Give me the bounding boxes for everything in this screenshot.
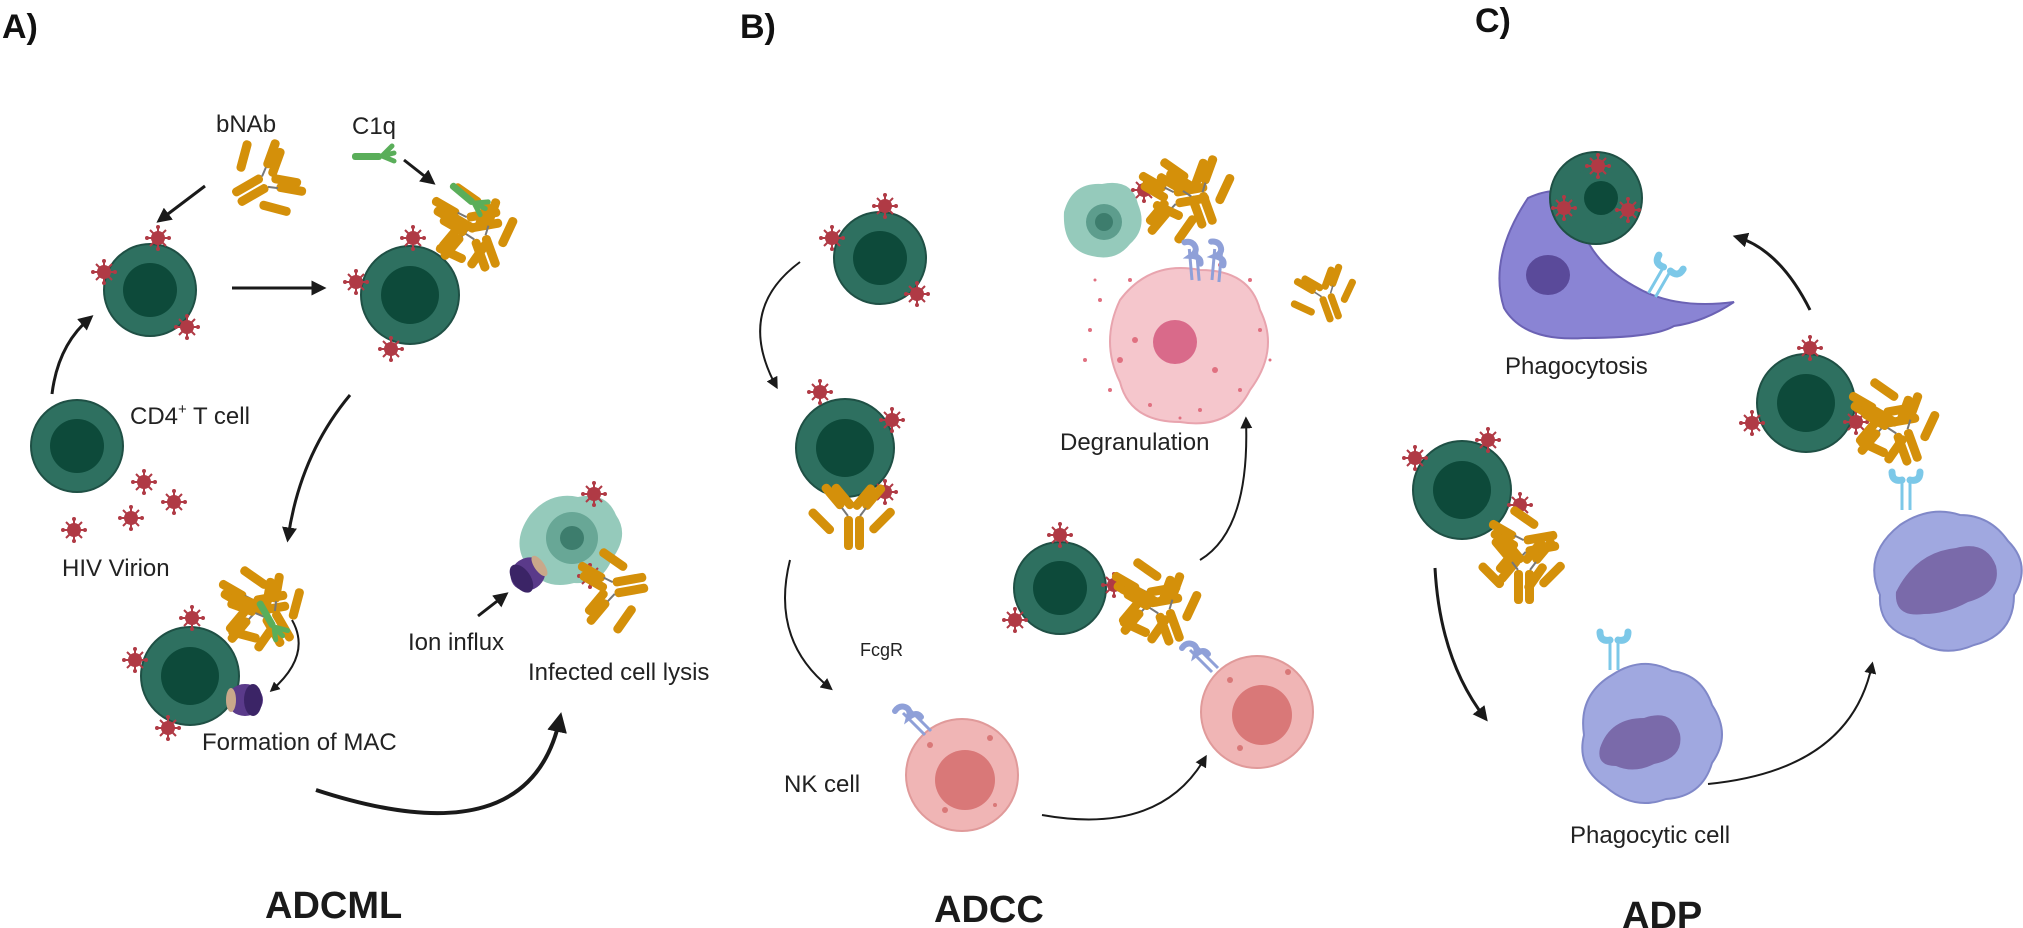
tcell-a3 <box>121 557 325 742</box>
arrow-c1-phagocyte <box>1433 567 1488 722</box>
arrow-to-degranulation <box>1199 416 1253 561</box>
panel-a: A) bNAb C1q <box>2 8 709 927</box>
arrow-to-lysis <box>315 712 567 816</box>
nk-cell-activated <box>1182 644 1314 769</box>
mac-pore <box>226 684 263 716</box>
arrow-mac-curl <box>269 619 300 692</box>
arrow-bnab-to-cell <box>156 184 206 223</box>
panel-b-title: ADCC <box>934 889 1044 928</box>
arrow-ion-influx <box>477 592 509 618</box>
arrow-b1-b2 <box>759 261 801 390</box>
panel-c-letter: C) <box>1475 2 1511 40</box>
cd4-tcell <box>30 399 124 493</box>
engaged-phagocyte <box>1873 472 2023 652</box>
phagocytosing-cell <box>1280 151 1735 340</box>
tcell-c2 <box>1738 334 1955 481</box>
floating-c1q <box>352 146 394 161</box>
nk-cell-label: NK cell <box>784 771 860 798</box>
infected-lysis-label: Infected cell lysis <box>528 659 709 686</box>
c1q-label: C1q <box>352 113 396 140</box>
panel-b: B) FcgR NK cell <box>740 8 1314 928</box>
panel-b-letter: B) <box>740 8 776 46</box>
lysed-infected-cell <box>509 480 657 642</box>
phagocytosis-label: Phagocytosis <box>1505 353 1648 380</box>
fcgr-label: FcgR <box>860 640 903 660</box>
floating-antibody <box>210 122 317 237</box>
arrow-c1q-to-cell <box>403 158 436 185</box>
arrow-cd4-up <box>50 315 94 395</box>
tcell-b2 <box>795 378 906 551</box>
arrow-b2-nk <box>784 559 833 691</box>
phagocytic-cell-label: Phagocytic cell <box>1570 822 1730 849</box>
arrow-phagocyte-to-engaged <box>1707 661 1877 785</box>
phagocytic-cell <box>1581 632 1723 804</box>
tcell-c1 <box>1401 426 1568 605</box>
panel-c-title: ADP <box>1622 895 1702 928</box>
panel-c: C) Phagocytosis <box>1280 2 2023 928</box>
nk-cell <box>895 707 1019 832</box>
tcell-a1 <box>90 224 201 341</box>
lysed-target-b <box>1063 182 1142 258</box>
hiv-virion-label: HIV Virion <box>62 555 170 582</box>
ion-influx-label: Ion influx <box>408 629 504 656</box>
arrow-nk-activated <box>1041 754 1207 821</box>
arrow-down-to-mac <box>282 394 352 543</box>
degranulation-label: Degranulation <box>1060 429 1209 456</box>
panel-a-title: ADCML <box>265 885 402 927</box>
tcell-b1 <box>818 192 931 308</box>
tcell-a2 <box>342 175 533 363</box>
cd4-label: CD4+ T cell <box>130 401 250 430</box>
formation-mac-label: Formation of MAC <box>202 729 397 756</box>
degranulating-nk <box>1063 146 1272 425</box>
tcell-b3 <box>1001 521 1217 661</box>
arrow-to-phagocytosis <box>1732 232 1812 311</box>
bnab-label: bNAb <box>216 111 276 138</box>
panel-a-letter: A) <box>2 8 38 46</box>
